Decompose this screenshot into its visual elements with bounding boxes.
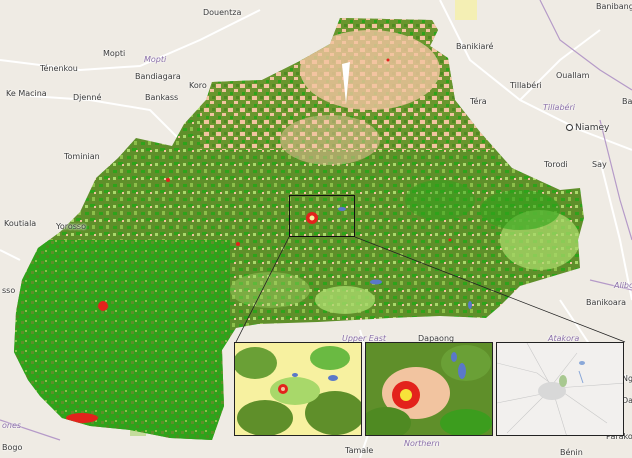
label-da-edge: Da — [622, 396, 632, 405]
zoom-extent-box[interactable] — [289, 195, 355, 237]
label-bankass: Bankass — [145, 93, 179, 102]
label-sikasso-region: ones — [2, 421, 22, 430]
label-northern: Northern — [404, 439, 440, 448]
inset-landcover-wide[interactable] — [234, 342, 362, 436]
label-niamey: Niamey — [566, 124, 609, 133]
inset-basemap-map — [497, 343, 623, 435]
label-mopti: Mopti — [103, 49, 126, 58]
label-benin-edge: Bénin — [560, 448, 583, 457]
label-banibangou: Banibang — [596, 2, 632, 11]
zoom-connector-lines — [235, 236, 626, 343]
label-ba-edge: Ba — [622, 97, 632, 106]
label-bogo: Bogo — [2, 443, 23, 452]
label-koro: Koro — [189, 81, 207, 90]
label-banikiare: Banikiaré — [456, 42, 494, 51]
label-mopti-region: Mopti — [144, 55, 167, 64]
country-borders — [0, 0, 632, 441]
inset-landcover-zoom-map — [366, 343, 492, 435]
label-banikoara: Banikoara — [586, 298, 627, 307]
inset-landcover-zoom[interactable] — [365, 342, 493, 436]
label-ouallam: Ouallam — [556, 71, 590, 80]
label-niamey-text: Niamey — [575, 123, 610, 133]
label-atakora: Atakora — [548, 334, 580, 343]
label-upper-east: Upper East — [342, 334, 387, 343]
label-sikasso: sso — [2, 286, 16, 295]
label-ke-macina: Ke Macina — [6, 89, 47, 98]
label-tamale: Tamale — [345, 446, 374, 455]
label-parakou: Parakou — [606, 432, 632, 441]
inset-basemap[interactable] — [496, 342, 624, 436]
label-douentza: Douentza — [203, 8, 242, 17]
label-djenne: Djenné — [73, 93, 102, 102]
label-torodi: Torodi — [544, 160, 568, 169]
capital-marker-icon — [566, 124, 573, 131]
label-ng-edge: Ng — [622, 374, 632, 383]
label-tillaberi-region: Tillabéri — [543, 103, 575, 112]
label-koutiala: Koutiala — [4, 219, 37, 228]
label-dapaong: Dapaong — [418, 334, 455, 343]
label-tillaberi: Tillabéri — [510, 81, 542, 90]
label-alibori: Alibo — [614, 281, 632, 290]
label-bandiagara: Bandiagara — [135, 72, 181, 81]
label-yorosso: Yorosso — [56, 222, 86, 231]
label-tenenkou: Ténenkou — [40, 64, 78, 73]
label-say: Say — [592, 160, 607, 169]
inset-landcover-wide-map — [235, 343, 361, 435]
label-tera: Téra — [470, 97, 487, 106]
label-tominian: Tominian — [64, 152, 100, 161]
